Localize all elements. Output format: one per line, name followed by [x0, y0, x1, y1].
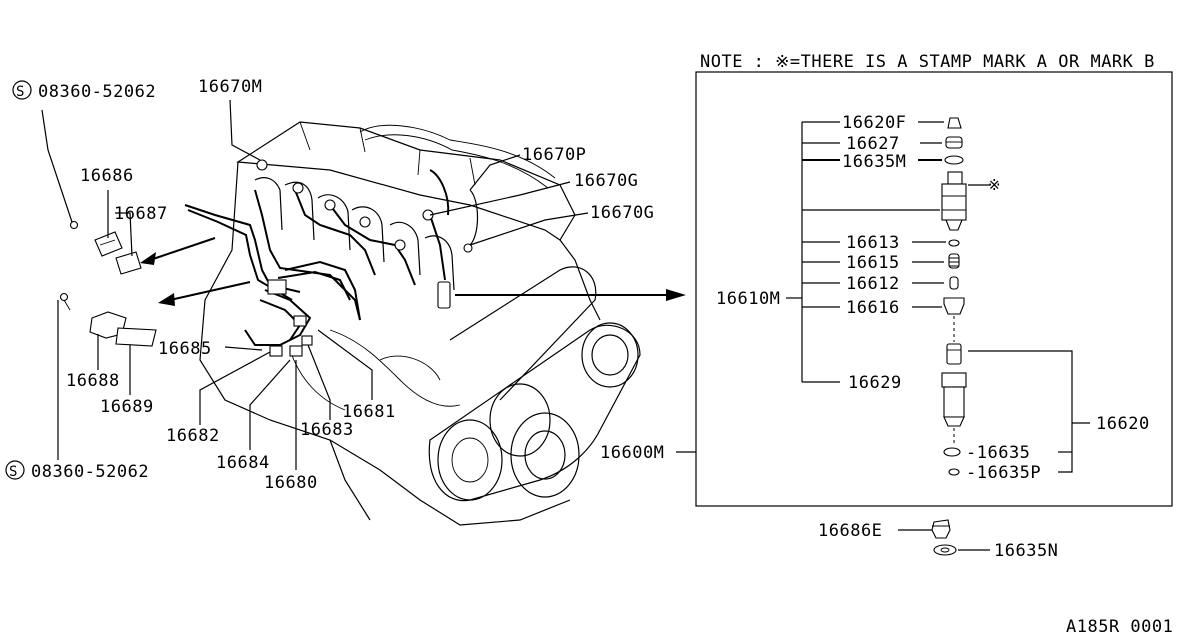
cap-16620F [947, 117, 962, 129]
label-bolt-top: 08360-52062 [38, 82, 156, 102]
label-16620F: 16620F [842, 113, 906, 133]
washer-16635P [948, 468, 960, 476]
label-16670P: 16670P [522, 145, 586, 165]
label-16635: -16635 [966, 443, 1030, 463]
svg-text:S: S [16, 84, 25, 100]
label-16620: 16620 [1096, 414, 1150, 434]
label-16689: 16689 [100, 397, 154, 417]
nozzle-nut-16629 [941, 372, 967, 427]
injection-pipes [184, 169, 479, 346]
label-16685: 16685 [158, 339, 212, 359]
spring-16615 [948, 253, 960, 269]
injector-parts [941, 117, 967, 476]
part-16616 [943, 297, 965, 315]
pipe-fittings [256, 159, 473, 357]
svg-text:S: S [9, 464, 18, 480]
label-16635M: 16635M [842, 152, 906, 172]
label-16680: 16680 [264, 473, 318, 493]
stamp-mark: ※ [988, 176, 1001, 194]
left-leaders [41, 99, 589, 470]
part-16635N [933, 544, 957, 556]
label-16670G-b: 16670G [590, 203, 654, 223]
clamp-16688 [59, 292, 157, 347]
nut-16627 [945, 136, 963, 149]
label-16616: 16616 [846, 298, 900, 318]
label-16686: 16686 [80, 166, 134, 186]
part-16613 [948, 239, 960, 247]
belt-pulleys [428, 266, 641, 502]
label-16683: 16683 [300, 420, 354, 440]
label-16610M: 16610M [716, 289, 780, 309]
engine-illustration [59, 121, 686, 526]
bracket-16610M [786, 121, 940, 383]
washer-16635 [943, 447, 961, 457]
clamp-16686 [69, 220, 142, 275]
label-16635N: 16635N [994, 541, 1058, 561]
label-16684: 16684 [216, 453, 270, 473]
label-16687: 16687 [114, 204, 168, 224]
label-16681: 16681 [342, 402, 396, 422]
part-16686E [931, 519, 951, 539]
injector-upper-body [941, 171, 967, 231]
label-16627: 16627 [846, 134, 900, 154]
label-16615: 16615 [846, 253, 900, 273]
note-text: NOTE : ※=THERE IS A STAMP MARK A OR MARK… [700, 52, 1155, 72]
injector-detail-box [695, 71, 1173, 507]
label-16670G-a: 16670G [574, 171, 638, 191]
label-16612: 16612 [846, 274, 900, 294]
label-16629: 16629 [848, 373, 902, 393]
label-16635P: -16635P [966, 463, 1041, 483]
part-16612 [949, 276, 959, 290]
std-symbol-bottom: S [5, 460, 25, 480]
label-16600M: 16600M [600, 443, 664, 463]
label-16686E: 16686E [818, 521, 882, 541]
arrow-clamp-upper [149, 237, 216, 261]
intake-ports [254, 177, 455, 291]
std-symbol-top: S [12, 80, 32, 100]
label-16613: 16613 [846, 233, 900, 253]
washer-16635M [944, 155, 964, 165]
label-16682: 16682 [166, 426, 220, 446]
label-bolt-bottom: 08360-52062 [31, 462, 149, 482]
arrow-clamp-lower [169, 281, 251, 301]
diagram-code: A185R 0001 [1066, 617, 1173, 637]
detail-leaders [676, 121, 1090, 551]
label-16688: 16688 [66, 371, 120, 391]
nozzle-top [946, 343, 962, 365]
label-16670M: 16670M [198, 77, 262, 97]
